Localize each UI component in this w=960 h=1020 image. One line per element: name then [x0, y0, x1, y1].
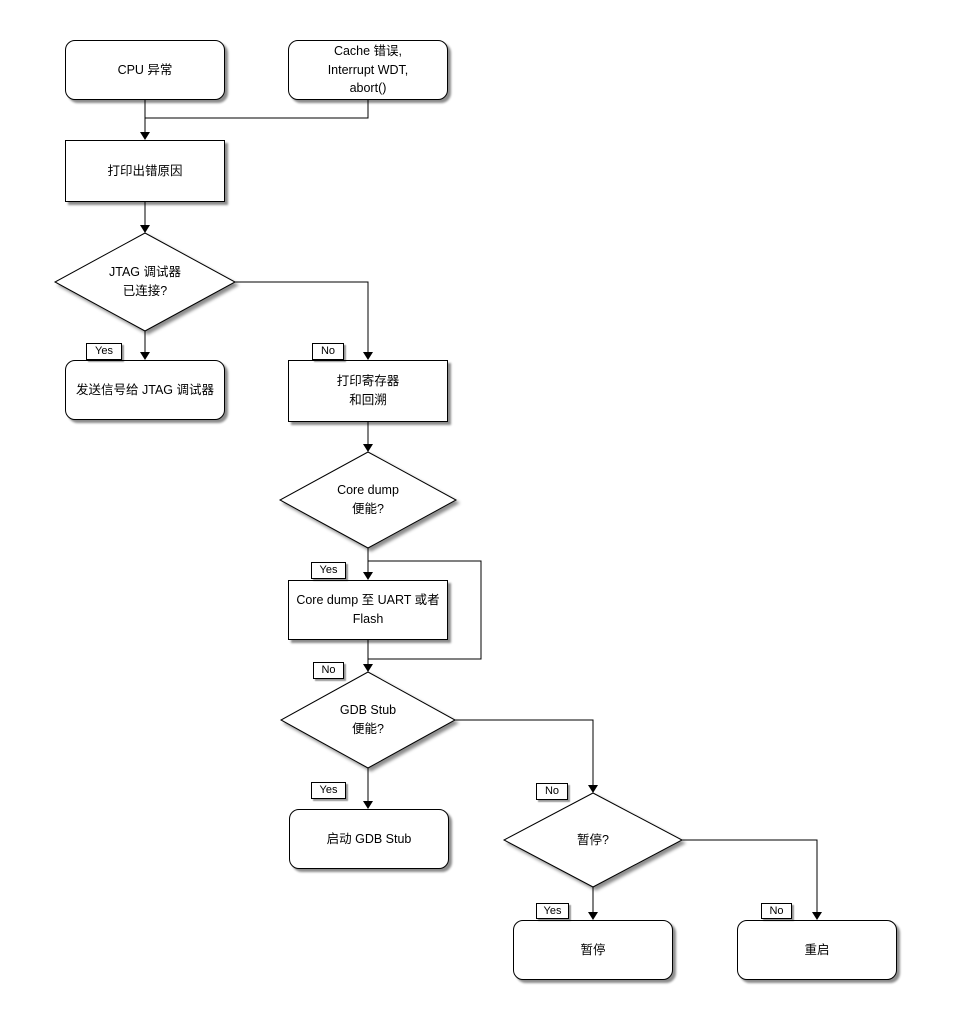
decision-halt-shape — [502, 792, 684, 888]
edge-label-gdbstub-yes: Yes — [311, 782, 346, 799]
decision-coredump-enabled-shape — [278, 451, 458, 549]
node-reboot: 重启 — [737, 920, 897, 980]
node-cpu-exception: CPU 异常 — [65, 40, 225, 100]
arrowhead-into-print-registers — [363, 352, 373, 360]
node-halt: 暂停 — [513, 920, 673, 980]
edge-label-jtag-yes: Yes — [86, 343, 122, 360]
arrowhead-into-coredump-decision — [363, 444, 373, 452]
edge-label-halt-no: No — [761, 903, 792, 919]
arrowhead-into-gdb-decision — [363, 664, 373, 672]
arrowhead-into-halt-decision — [588, 785, 598, 793]
connector-coredump-no-bypass — [368, 560, 482, 660]
connector-jtag-no — [235, 281, 369, 354]
arrowhead-into-print-reason — [140, 132, 150, 140]
connector-gdb-no — [455, 719, 594, 787]
node-send-signal-to-jtag: 发送信号给 JTAG 调试器 — [65, 360, 225, 420]
arrowhead-into-send-jtag — [140, 352, 150, 360]
connector-halt-no — [682, 839, 818, 914]
arrowhead-into-jtag-decision — [140, 225, 150, 233]
decision-gdbstub-enabled-shape — [279, 671, 457, 769]
arrowhead-into-halt — [588, 912, 598, 920]
node-cache-error-wdt-abort: Cache 错误, Interrupt WDT, abort() — [288, 40, 448, 100]
arrowhead-into-start-gdbstub — [363, 801, 373, 809]
edge-label-gdbstub-no: No — [536, 783, 568, 800]
connector-cache-to-merge — [145, 100, 369, 119]
edge-label-halt-yes: Yes — [536, 903, 569, 919]
node-print-registers-backtrace: 打印寄存器 和回溯 — [288, 360, 448, 422]
node-coredump-to-uart-or-flash: Core dump 至 UART 或者 Flash — [288, 580, 448, 640]
edge-label-coredump-yes: Yes — [311, 562, 346, 579]
node-print-error-reason: 打印出错原因 — [65, 140, 225, 202]
arrowhead-into-reboot — [812, 912, 822, 920]
arrowhead-into-coredump-write — [363, 572, 373, 580]
decision-jtag-connected-shape — [53, 232, 237, 332]
node-start-gdb-stub: 启动 GDB Stub — [289, 809, 449, 869]
edge-label-coredump-no: No — [313, 662, 344, 679]
edge-label-jtag-no: No — [312, 343, 344, 360]
